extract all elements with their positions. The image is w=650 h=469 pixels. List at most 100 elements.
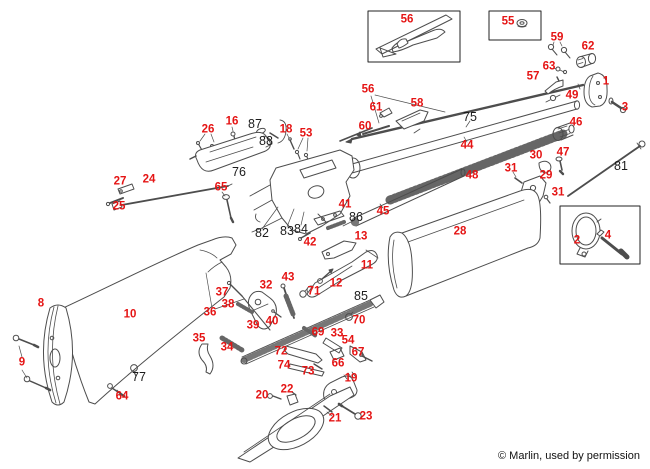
callout-83: 83 (280, 223, 294, 238)
callout-23: 23 (359, 410, 373, 423)
rod-81 (567, 140, 646, 197)
callout-82: 82 (255, 225, 269, 240)
circlip-70 (345, 311, 354, 321)
callout-27: 27 (113, 175, 127, 188)
spring-86 (326, 220, 354, 230)
callout-3: 3 (621, 101, 629, 114)
callout-73: 73 (301, 365, 315, 378)
inset-box-55 (488, 10, 542, 41)
callout-46: 46 (569, 116, 583, 129)
callout-45: 45 (376, 205, 390, 218)
callout-21: 21 (328, 412, 342, 425)
callout-25: 25 (112, 200, 126, 213)
callout-10: 10 (123, 308, 137, 321)
callout-26: 26 (201, 123, 215, 136)
trigger-22 (286, 391, 299, 406)
callout-37: 37 (215, 286, 229, 299)
lever-35 (198, 343, 214, 375)
callout-53: 53 (299, 127, 313, 140)
callout-49: 49 (565, 89, 579, 102)
part-63 (553, 66, 568, 75)
cylinder-62 (576, 53, 597, 68)
pin-37 (226, 280, 243, 297)
callout-81: 81 (614, 158, 628, 173)
callout-77: 77 (132, 369, 146, 384)
callout-28: 28 (453, 225, 467, 238)
callout-74: 74 (277, 359, 291, 372)
carrier-arm-13 (321, 240, 357, 260)
callout-41: 41 (338, 198, 352, 211)
callout-16: 16 (225, 115, 239, 128)
callout-57: 57 (526, 70, 540, 83)
callout-34: 34 (220, 341, 234, 354)
tool-strip-56 (339, 94, 446, 142)
spring-34 (219, 335, 245, 353)
swivel-stud-77 (130, 364, 138, 377)
firing-pin-24 (111, 183, 233, 211)
callout-55: 55 (501, 15, 515, 28)
screw-64 (107, 383, 126, 398)
callout-86: 86 (349, 209, 363, 224)
arm-33 (322, 337, 343, 354)
callout-65: 65 (214, 181, 228, 194)
pin-21 (323, 405, 333, 417)
callout-58: 58 (410, 97, 424, 110)
screw-3 (608, 97, 627, 114)
callout-71: 71 (307, 285, 321, 298)
rod-75 (345, 83, 585, 144)
callout-4: 4 (604, 229, 612, 242)
callout-85: 85 (354, 288, 368, 303)
callout-48: 48 (465, 169, 479, 182)
pin-67 (359, 353, 373, 362)
spring-38 (236, 302, 254, 314)
hook-30 (538, 160, 552, 174)
callout-60: 60 (358, 120, 372, 133)
callout-56: 56 (361, 83, 375, 96)
trigger-guard-plate (237, 386, 355, 463)
stock-plate-1 (583, 72, 608, 108)
callout-44: 44 (460, 139, 474, 152)
callout-36: 36 (203, 306, 217, 319)
callout-76: 76 (232, 164, 246, 179)
callout-24: 24 (142, 173, 156, 186)
callout-59: 59 (550, 31, 564, 44)
strut-43 (280, 283, 296, 319)
callout-42: 42 (303, 236, 317, 249)
callout-13: 13 (354, 230, 368, 243)
needle-39 (241, 295, 271, 331)
callout-31: 31 (504, 162, 518, 175)
callout-61: 61 (369, 101, 383, 114)
callout-67: 67 (351, 346, 365, 359)
spring-69 (302, 326, 318, 338)
callout-18: 18 (279, 123, 293, 136)
butt-screws-59 (547, 41, 571, 59)
pin-73 (313, 363, 323, 370)
bolt-76 (189, 131, 273, 172)
callout-70: 70 (352, 314, 366, 327)
screw-47 (555, 156, 565, 176)
callout-87: 87 (248, 116, 262, 131)
callout-54: 54 (341, 334, 355, 347)
inner-tube-45 (350, 168, 466, 227)
screw-65 (221, 191, 235, 224)
butt-plate-8 (43, 304, 73, 406)
screw-23 (337, 402, 362, 420)
callout-88: 88 (259, 133, 273, 148)
callout-39: 39 (246, 319, 260, 332)
lever-screw-12 (317, 268, 334, 284)
inset-box-56 (367, 10, 461, 63)
callout-72: 72 (274, 345, 288, 358)
part-25 (105, 197, 124, 207)
bar-74 (287, 363, 325, 377)
callout-35: 35 (192, 332, 206, 345)
screw-31-right (543, 194, 551, 204)
clip-49 (545, 94, 561, 103)
pin-18 (286, 133, 295, 150)
pin-42 (298, 232, 311, 241)
rod-60 (356, 125, 390, 138)
callout-30: 30 (529, 149, 543, 162)
callout-1: 1 (602, 75, 610, 88)
callout-69: 69 (311, 326, 325, 339)
